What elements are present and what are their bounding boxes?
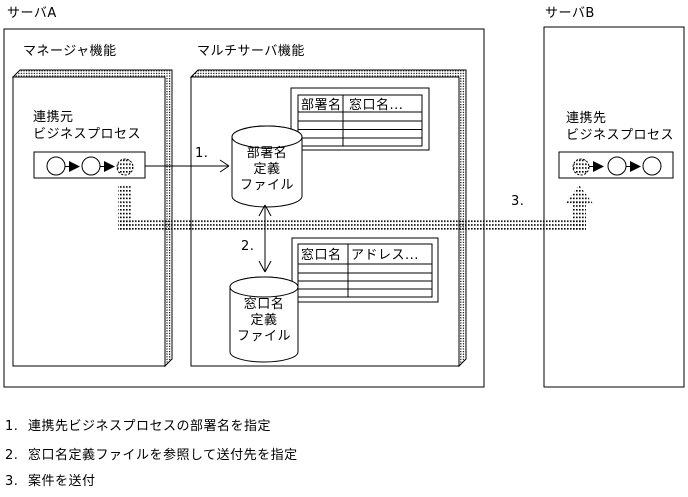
- window-file-line3: ファイル: [237, 329, 291, 344]
- department-table-col1: 部署名: [301, 97, 342, 113]
- dotted-arrowhead-up-icon: [564, 185, 594, 205]
- source-process-label-line2: ビジネスプロセス: [33, 127, 141, 142]
- process-arrow-icon: [630, 161, 641, 172]
- step2-label: 2.: [241, 239, 254, 254]
- note-2-text: 窓口名定義ファイルを参照して送付先を指定: [28, 447, 298, 463]
- note-3-text: 案件を送付: [28, 474, 96, 489]
- note-1-text: 連携先ビジネスプロセスの部署名を指定: [28, 418, 271, 434]
- window-table-grid: [298, 244, 432, 297]
- manager-function-label: マネージャ機能: [23, 44, 117, 59]
- note-2-number: 2.: [5, 448, 18, 463]
- step2-arrowheads-icon: [258, 204, 272, 273]
- note-3-number: 3.: [5, 474, 18, 489]
- department-cylinder-lid: [231, 125, 303, 149]
- destination-process-strip: [558, 151, 674, 179]
- department-file-line2: 定義: [253, 161, 280, 177]
- legend: 1. 連携先ビジネスプロセスの部署名を指定 2. 窓口名定義ファイルを参照して送…: [5, 418, 298, 489]
- step3-label: 3.: [511, 194, 524, 209]
- process-node-icon: [81, 156, 101, 176]
- step1-arrowhead-icon: [219, 159, 230, 173]
- server-a-label: サーバA: [7, 6, 57, 21]
- window-file-cylinder: 窓口名 定義 ファイル: [229, 276, 299, 363]
- window-table-col2: アドレス...: [351, 248, 419, 263]
- window-cylinder-lid: [229, 276, 299, 298]
- step1-label: 1.: [195, 146, 208, 161]
- process-node-icon: [46, 156, 66, 176]
- process-arrow-icon: [104, 161, 115, 172]
- window-file-line1: 窓口名: [244, 296, 285, 312]
- note-1-number: 1.: [5, 419, 18, 434]
- window-table: 窓口名 アドレス...: [291, 237, 439, 303]
- server-b-box: [543, 26, 685, 388]
- dotted-pipe-horizontal: [118, 218, 586, 230]
- multiserver-function-label: マルチサーバ機能: [197, 44, 305, 59]
- department-table-grid: [298, 95, 422, 146]
- window-table-inner: [297, 243, 433, 298]
- department-table-col2: 窓口名...: [349, 97, 403, 113]
- process-arrow-icon: [69, 161, 80, 172]
- department-file-cylinder: 部署名 定義 ファイル: [231, 125, 303, 208]
- process-node-icon: [607, 156, 627, 176]
- process-node-icon: [642, 156, 662, 176]
- source-process-strip: [33, 151, 146, 179]
- department-file-line3: ファイル: [240, 178, 294, 193]
- department-table: 部署名 窓口名...: [290, 87, 430, 151]
- dotted-pipe-vertical-b: [573, 200, 586, 230]
- destination-process-label-line2: ビジネスプロセス: [566, 128, 674, 143]
- window-table-col1: 窓口名: [301, 247, 342, 263]
- remote-process-node-icon: [572, 158, 590, 176]
- source-process-label-line1: 連携元: [33, 109, 74, 125]
- server-b-label: サーバB: [545, 6, 595, 21]
- destination-process-label-line1: 連携先: [566, 110, 607, 126]
- department-file-line1: 部署名: [247, 145, 288, 161]
- process-arrow-icon: [593, 161, 604, 172]
- window-file-line2: 定義: [250, 312, 277, 328]
- remote-process-node-icon: [116, 158, 134, 176]
